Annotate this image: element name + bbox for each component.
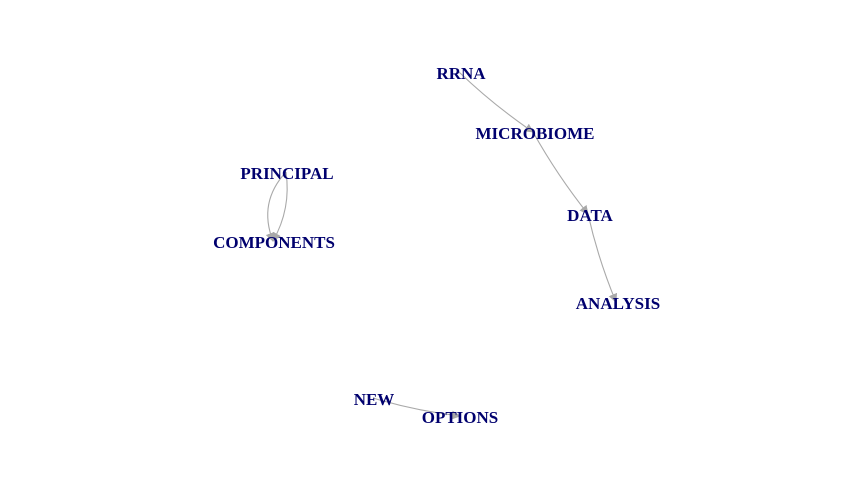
edge-data-to-analysis xyxy=(587,213,618,303)
node-new[interactable]: NEW xyxy=(354,390,395,409)
node-microbiome[interactable]: MICROBIOME xyxy=(476,124,595,143)
nodes-layer: RRNA MICROBIOME DATA ANALYSIS PRINCIPAL … xyxy=(213,64,660,427)
edge-principal-to-components xyxy=(265,171,287,242)
node-analysis[interactable]: ANALYSIS xyxy=(576,294,660,313)
node-components[interactable]: COMPONENTS xyxy=(213,233,335,252)
node-rrna[interactable]: RRNA xyxy=(436,64,486,83)
edges-layer xyxy=(265,71,618,420)
node-data[interactable]: DATA xyxy=(567,206,613,225)
edge-principal-to-components-2 xyxy=(272,171,288,242)
node-options[interactable]: OPTIONS xyxy=(422,408,499,427)
edge-new-to-options xyxy=(372,397,461,420)
edge-microbiome-to-data xyxy=(532,131,589,215)
edge-rrna-to-microbiome xyxy=(458,71,534,133)
node-principal[interactable]: PRINCIPAL xyxy=(240,164,333,183)
